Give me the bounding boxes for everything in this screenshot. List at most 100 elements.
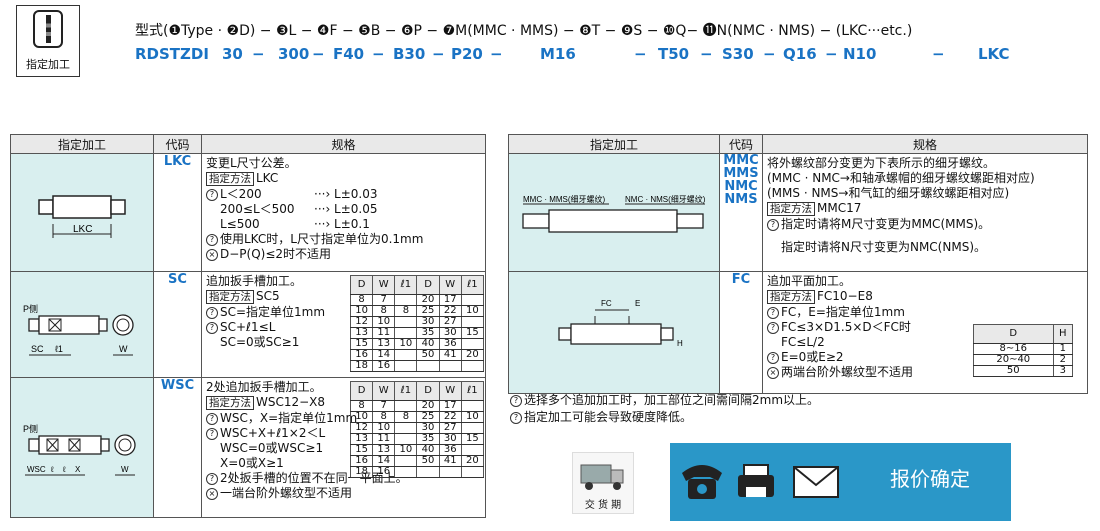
hint-icon: ? — [767, 306, 779, 319]
mini-cell: 8 — [349, 400, 374, 412]
l1-dim-label: ℓ — [62, 465, 66, 474]
mini-cell — [438, 466, 462, 478]
hint-icon: ? — [206, 188, 218, 201]
mini-cell — [394, 316, 418, 328]
mini-cell: 30 — [416, 316, 440, 328]
mini-cell: 16 — [349, 455, 374, 467]
spec-line: ···› L±0.1 — [314, 217, 370, 231]
mini-cell: 7 — [372, 294, 396, 306]
mmc-drawing: MMC · MMS(细牙螺纹) NMC · NMS(细牙螺纹) — [508, 153, 720, 272]
mini-cell — [416, 466, 440, 478]
spec-line: ···› L±0.03 — [314, 187, 378, 201]
code-sep: − — [825, 45, 838, 63]
code-m: M16 — [540, 45, 576, 63]
mini-header: D — [416, 381, 440, 401]
phone-icon — [682, 465, 722, 499]
mini-cell: 50 — [973, 365, 1054, 377]
mini-cell: 10 — [460, 305, 485, 317]
note-line: 选择多个追加加工时，加工部位之间需间隔2mm以上。 — [524, 393, 820, 407]
mini-cell — [394, 455, 418, 467]
spec-line: 指定时请将M尺寸变更为MMC(MMS)。 — [781, 217, 991, 231]
mini-cell: 22 — [438, 411, 462, 423]
spec-line: 2处追加扳手槽加工。 — [206, 380, 322, 394]
mini-cell: 27 — [438, 316, 462, 328]
mini-cell: 17 — [438, 294, 462, 306]
delivery-button[interactable]: 交 货 期 — [572, 452, 634, 514]
spec-method-tag: 指定方法 — [206, 172, 254, 186]
spec-line: SC+ℓ1≤L — [220, 320, 276, 334]
mini-cell: 41 — [438, 455, 462, 467]
col-header-process: 指定加工 — [10, 134, 154, 154]
hint-icon: ? — [767, 351, 779, 364]
spec-line: ···› L±0.05 — [314, 202, 378, 216]
spec-line: 使用LKC时，L尺寸指定单位为0.1mm — [220, 232, 424, 246]
fc-drawing: FC E H — [508, 271, 720, 394]
mini-cell: 8 — [372, 411, 396, 423]
truck-icon — [580, 464, 624, 490]
shaft-wsc-diagram: P侧 WSC ℓ ℓ X W — [23, 423, 136, 476]
mmc-spec-cell: 将外螺纹部分变更为下表所示的细牙螺纹。 (MMC · NMC→和轴承螺帽的细牙螺… — [762, 153, 1088, 272]
code-t: T50 — [658, 45, 690, 63]
col-header-code: 代码 — [153, 134, 202, 154]
mini-cell: 40 — [416, 338, 440, 350]
quote-bar[interactable]: 报价确定 — [670, 443, 1011, 521]
spec-line: MMC17 — [817, 201, 862, 215]
mini-cell: 15 — [460, 433, 485, 445]
contact-icons — [682, 464, 839, 499]
spec-line: WSC，X=指定单位1mm — [220, 411, 358, 425]
mini-cell: 1 — [1052, 343, 1074, 355]
mini-cell: 25 — [416, 305, 440, 317]
mini-cell: 8 — [349, 294, 374, 306]
mini-cell: 13 — [372, 444, 396, 456]
mini-cell: 50 — [416, 455, 440, 467]
spec-line: WSC=0或WSC≥1 — [220, 441, 324, 455]
code-l: 300 — [278, 45, 310, 63]
hint-icon: ? — [767, 218, 779, 231]
mini-cell: 22 — [438, 305, 462, 317]
mini-cell: 25 — [416, 411, 440, 423]
mini-cell — [460, 422, 485, 434]
mini-header: D — [349, 275, 374, 295]
code-b: B30 — [393, 45, 426, 63]
mini-cell: 16 — [372, 466, 396, 478]
spec-line: 追加平面加工。 — [767, 274, 852, 288]
spec-method-tag: 指定方法 — [206, 396, 254, 410]
hint-icon: ? — [206, 233, 218, 246]
spec-line: 两端台阶外螺纹型不适用 — [781, 365, 914, 379]
mini-cell: 20 — [416, 294, 440, 306]
type-formula: 型式(❶Type · ❷D) − ❸L − ❹F − ❺B − ❻P − ❼M(… — [135, 23, 913, 39]
spec-line: L＜200 — [220, 187, 262, 201]
mini-cell: 20∼40 — [973, 354, 1054, 366]
spec-line: FC≤3×D1.5×D＜FC时 — [781, 320, 911, 334]
mini-cell: 15 — [460, 327, 485, 339]
code-n: N10 — [843, 45, 877, 63]
mini-cell: 10 — [349, 411, 374, 423]
mini-cell: 10 — [349, 305, 374, 317]
mini-cell: 14 — [372, 349, 396, 361]
notes: ?选择多个追加加工时，加工部位之间需间隔2mm以上。 ?指定加工可能会导致硬度降… — [510, 392, 819, 426]
not-applicable-icon: × — [206, 487, 218, 500]
hint-icon: ? — [206, 472, 218, 485]
hint-icon: ? — [510, 411, 522, 424]
mini-cell: 35 — [416, 327, 440, 339]
code-mmc-cell: MMC MMS NMC NMS — [719, 153, 763, 272]
spec-line: L≤500 — [220, 217, 260, 231]
spec-line: SC5 — [256, 289, 280, 303]
code-sep: − — [634, 45, 647, 63]
code-q: Q16 — [783, 45, 817, 63]
spec-method-tag: 指定方法 — [206, 290, 254, 304]
col-header-process: 指定加工 — [508, 134, 720, 154]
col-header-code: 代码 — [719, 134, 763, 154]
code-sep: − — [490, 45, 503, 63]
mini-cell: 27 — [438, 422, 462, 434]
logo-label: 指定加工 — [26, 58, 70, 71]
